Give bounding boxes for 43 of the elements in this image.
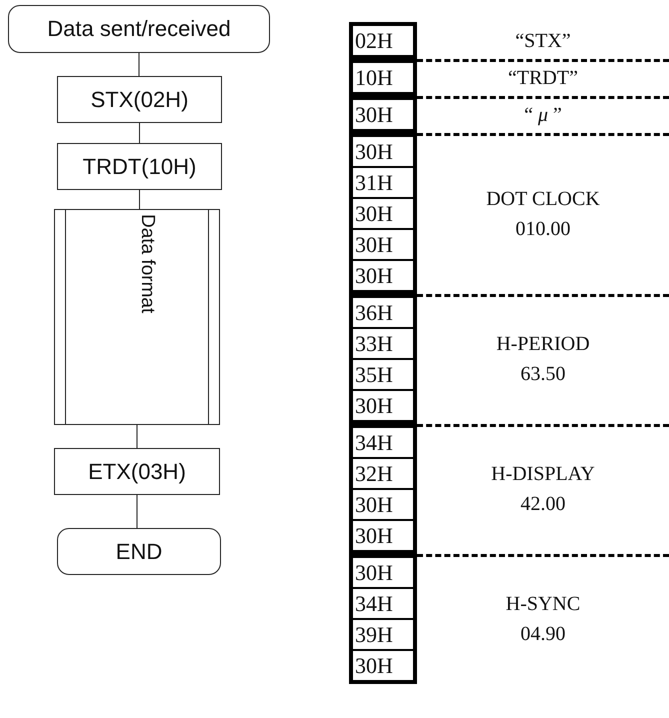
hex-byte: 36H [352, 297, 414, 328]
connector-line [139, 190, 140, 210]
field-description: 42.00 [520, 492, 566, 517]
hex-byte: 30H [352, 99, 414, 130]
hex-byte: 33H [352, 328, 414, 359]
hex-byte: 34H [352, 588, 414, 619]
hex-byte: 30H [352, 390, 414, 421]
process-box: STX(02H) [57, 76, 222, 123]
field-description: H-DISPLAY [491, 462, 595, 487]
field-description: DOT CLOCK [486, 186, 600, 212]
hex-byte: 30H [352, 489, 414, 520]
byte-group-frame [349, 554, 417, 684]
field-description: “ μ ” [524, 102, 562, 128]
hex-byte: 34H [352, 427, 414, 458]
hex-byte: 30H [352, 557, 414, 588]
field-description: H-PERIOD [496, 332, 590, 357]
connector-line [136, 424, 138, 448]
field-description: “STX” [515, 28, 571, 54]
field-description: 010.00 [516, 216, 570, 242]
hex-byte: 10H [352, 62, 414, 93]
field-description: 04.90 [520, 622, 566, 647]
hex-byte: 30H [352, 198, 414, 229]
hex-byte: 02H [352, 25, 414, 56]
connector-line [138, 52, 140, 76]
terminal-box: Data sent/received [8, 5, 270, 53]
process-box: ETX(03H) [54, 448, 220, 495]
hex-byte: 39H [352, 619, 414, 650]
terminal-box: END [57, 528, 221, 575]
field-description: H-SYNC [506, 592, 580, 617]
hex-byte: 30H [352, 650, 414, 681]
connector-line [139, 122, 140, 144]
hex-byte: 32H [352, 458, 414, 489]
field-description: 63.50 [520, 362, 566, 387]
predefined-process-box: Data format [54, 209, 220, 425]
field-description: “TRDT” [508, 66, 578, 90]
process-box: TRDT(10H) [57, 143, 222, 190]
hex-byte: 35H [352, 359, 414, 390]
connector-line [136, 494, 138, 528]
hex-byte: 30H [352, 260, 414, 291]
hex-byte: 30H [352, 229, 414, 260]
hex-byte: 31H [352, 167, 414, 198]
hex-byte: 30H [352, 520, 414, 551]
hex-byte: 30H [352, 136, 414, 167]
